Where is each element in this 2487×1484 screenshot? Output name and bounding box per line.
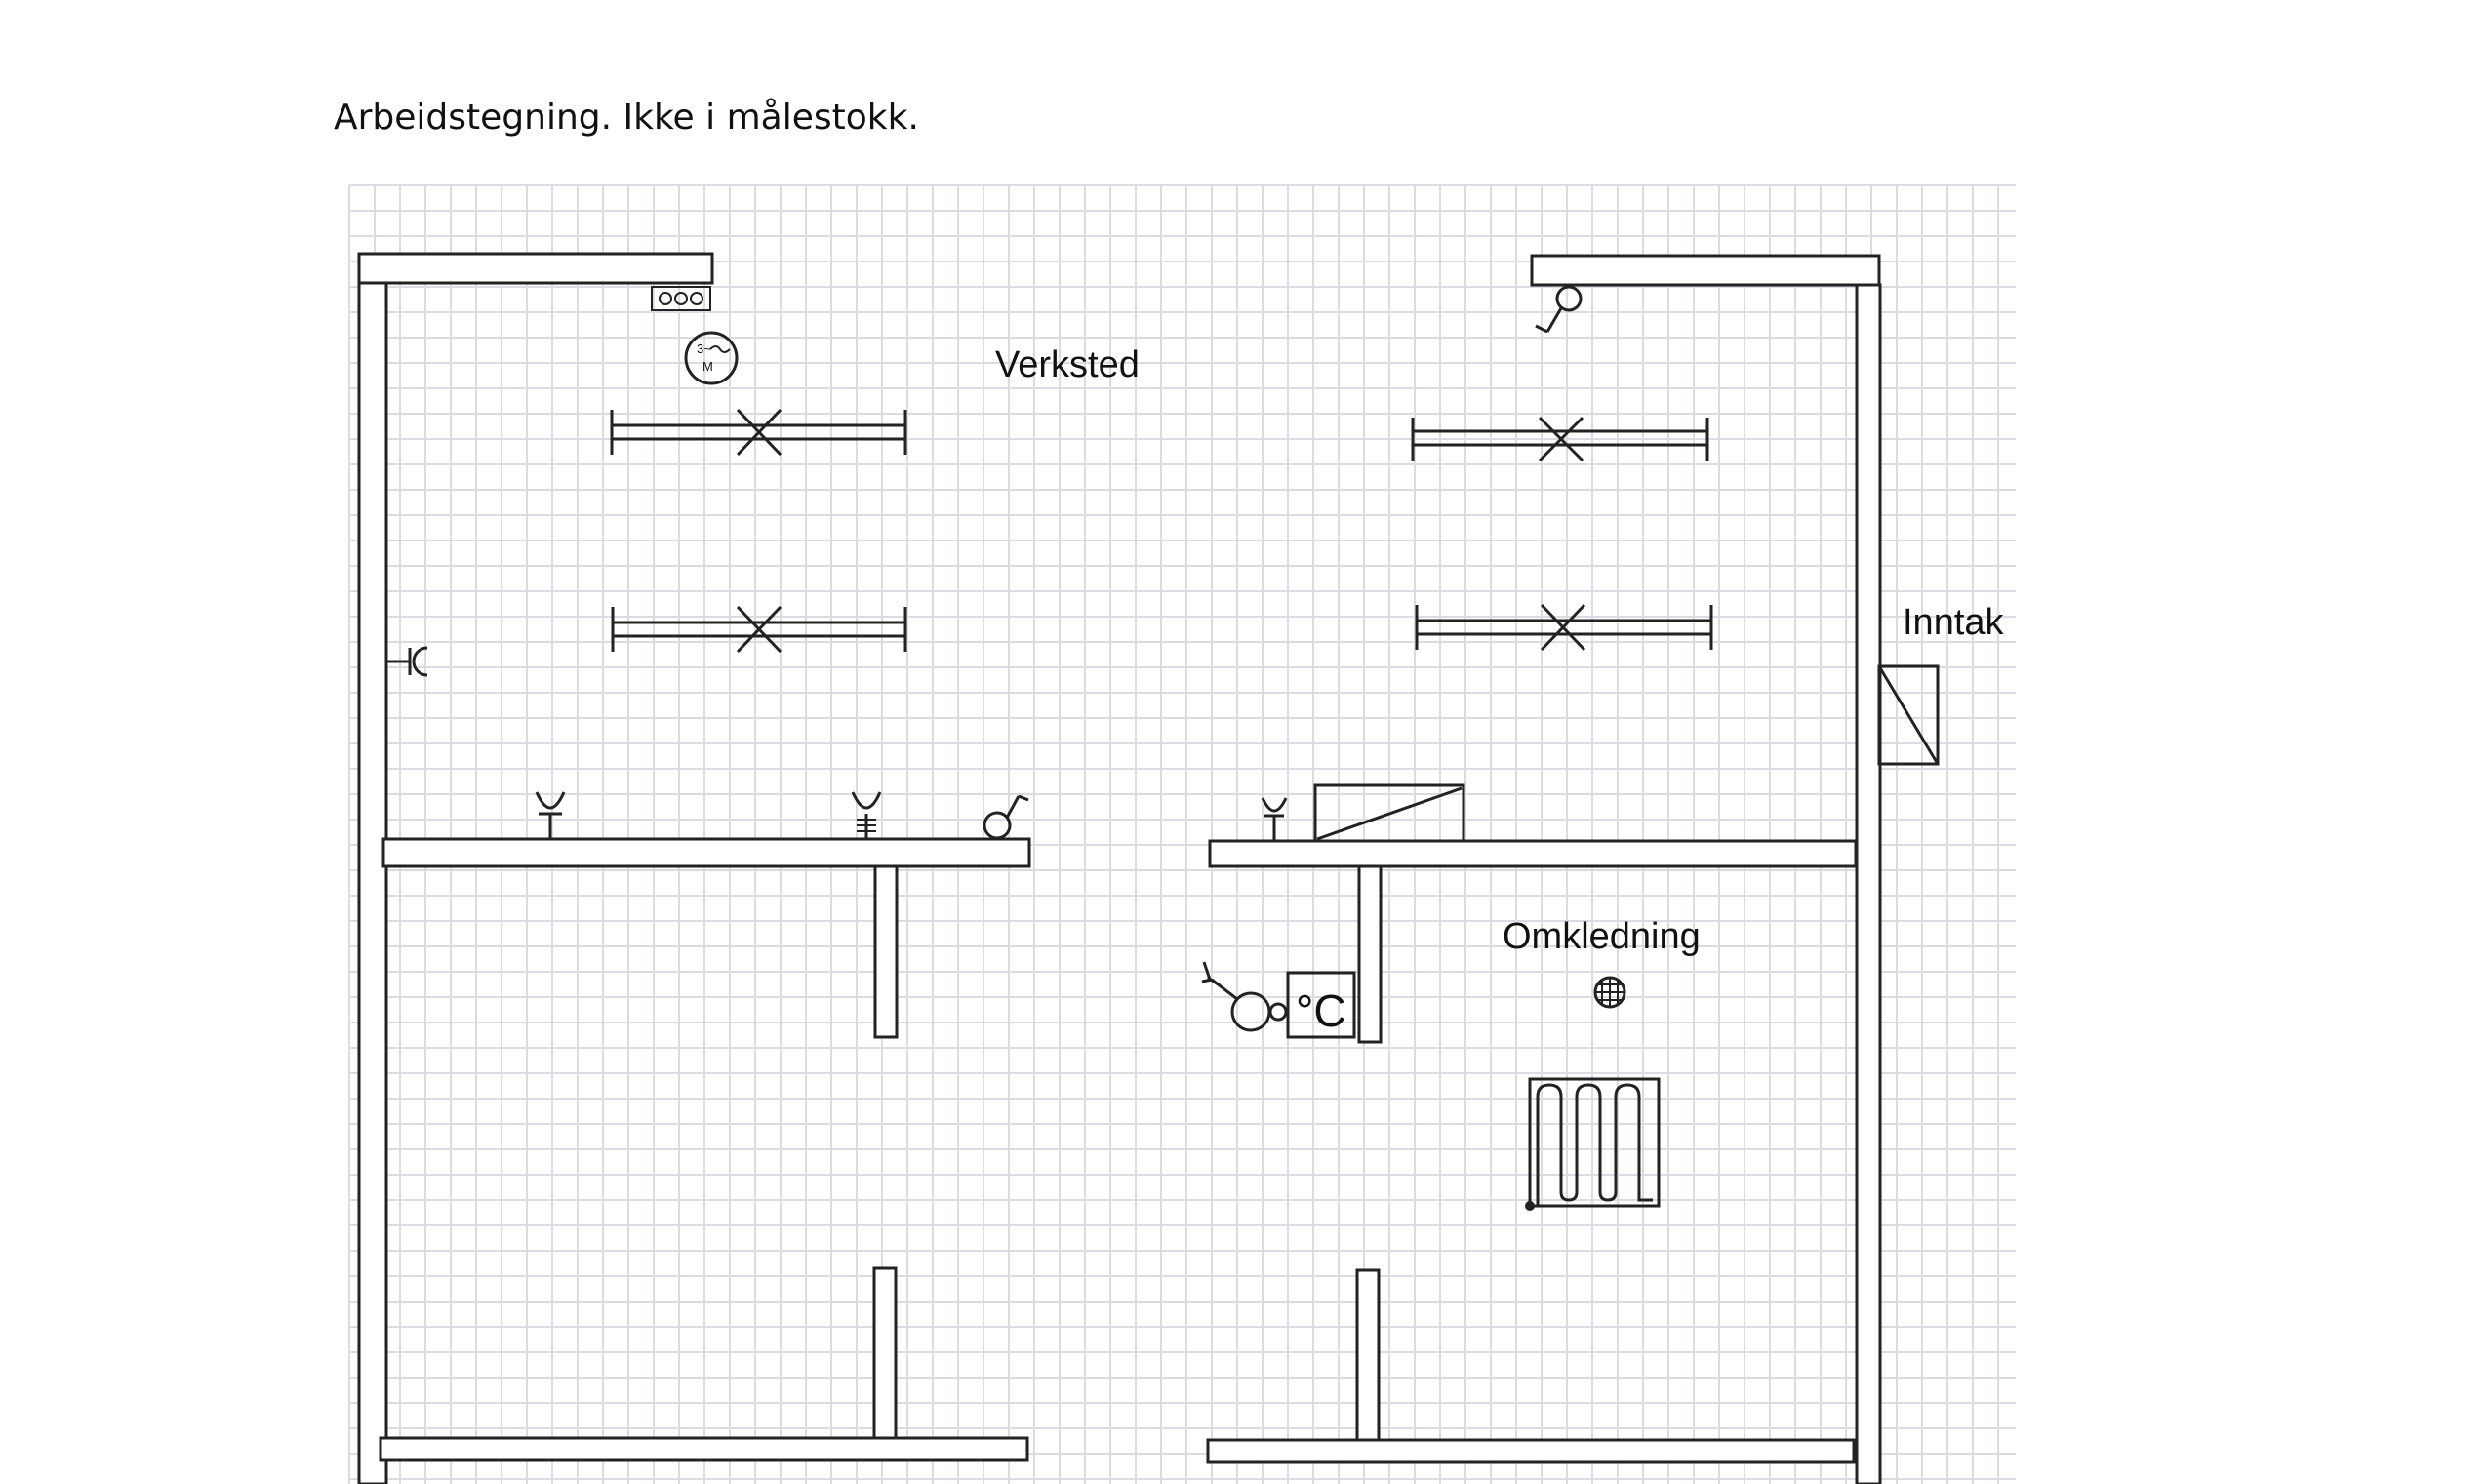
drawing-caption: Arbeidstegning. Ikke i målestokk. — [334, 98, 919, 138]
dimmer-switch-icon — [1201, 961, 1288, 1032]
wall-bottom-right — [1206, 1438, 1856, 1464]
distribution-panel-icon — [1313, 783, 1465, 843]
motor-phase-label: 3~ — [697, 341, 711, 356]
room-label-intake: Inntak — [1903, 602, 2005, 643]
wall-mid-left — [381, 837, 1031, 868]
intake-box-icon — [1877, 664, 1940, 766]
fluorescent-light-icon — [610, 408, 907, 457]
floor-heating-icon — [1525, 1077, 1661, 1211]
room-label-workshop: Verksted — [995, 344, 1140, 385]
motor-letter-label: M — [702, 359, 713, 374]
wall-left — [357, 281, 388, 1484]
ceiling-light-icon — [1593, 976, 1626, 1009]
thermostat-icon: °C — [1286, 971, 1356, 1039]
partition-lower-left — [872, 1266, 898, 1442]
switch-icon — [983, 794, 1029, 840]
lamp-outlet-icon — [1261, 797, 1288, 841]
fluorescent-light-icon — [1415, 603, 1713, 652]
fluorescent-light-icon — [611, 605, 907, 654]
wall-bottom-left — [379, 1436, 1029, 1462]
partition-upper-left — [873, 864, 899, 1039]
triple-socket-icon — [651, 286, 711, 311]
wall-right — [1855, 283, 1882, 1484]
grid-paper — [348, 184, 2016, 1484]
thermostat-label: °C — [1296, 985, 1346, 1036]
motor-icon: 3~ M — [684, 331, 739, 385]
wall-top-right — [1530, 254, 1881, 287]
switch-icon — [1535, 285, 1583, 334]
wall-top-left — [357, 252, 714, 285]
wall-mid-right — [1208, 839, 1858, 868]
partition-lower-right — [1355, 1268, 1381, 1442]
room-label-changing: Omkledning — [1503, 916, 1701, 957]
partition-upper-right — [1357, 864, 1383, 1044]
walls — [357, 252, 1882, 1484]
fluorescent-light-icon — [1411, 416, 1709, 462]
wall-socket-icon — [386, 646, 428, 677]
lamp-outlet-icon — [535, 791, 566, 839]
lamp-outlet-earthed-icon — [851, 791, 882, 839]
